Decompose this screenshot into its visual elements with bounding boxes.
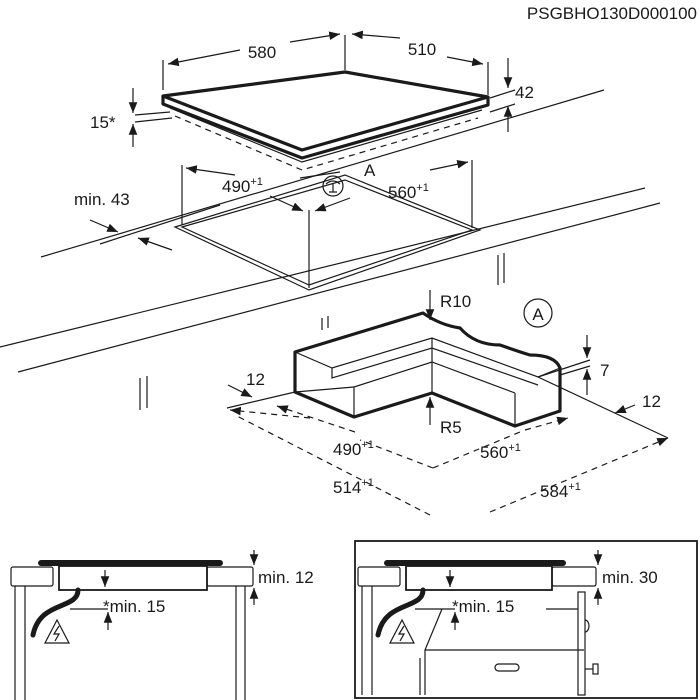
- bottom-clearance-label: *min. 15: [103, 597, 165, 616]
- radius-inner-label: R5: [440, 418, 462, 437]
- inner-depth-label: 490+1: [333, 439, 374, 459]
- side-view-oven: *min. 15 min. 30: [354, 540, 698, 699]
- cutout-width-label: 560+1: [388, 182, 429, 202]
- bottom-clearance-label-oven: *min. 15: [452, 597, 514, 616]
- detail-a: R10 R5 A 7 12 12 490+1 560+1 514+1 584+1: [226, 290, 669, 516]
- min-front-label: min. 43: [74, 190, 130, 209]
- oven-outline: [424, 608, 443, 695]
- detail-marker-circle: [523, 298, 553, 328]
- countertop-cutout: 490+1 560+1 A min. 43: [0, 89, 661, 410]
- top-clearance-label-oven: min. 30: [602, 568, 658, 587]
- hob-width-label: 580: [248, 43, 276, 62]
- detail-marker-label: A: [532, 305, 544, 324]
- cutout-depth-label: 490+1: [222, 176, 263, 196]
- hob: 580 510 42 15*: [90, 30, 534, 171]
- side-view-standard: *min. 15 min. 12: [10, 550, 314, 700]
- electric-warning-icon: [389, 618, 415, 644]
- radius-outer-label: R10: [440, 292, 471, 311]
- hob-gap-label: 15*: [90, 113, 116, 132]
- margin-right-label: 12: [642, 392, 661, 411]
- seal-marker-icon: [322, 175, 344, 197]
- margin-left-label: 12: [246, 370, 265, 389]
- cutout-marker-label: A: [364, 161, 376, 180]
- outer-width-label: 584+1: [540, 481, 581, 501]
- inner-width-label: 560+1: [480, 442, 521, 462]
- top-clearance-label: min. 12: [258, 568, 314, 587]
- electric-warning-icon: [44, 618, 70, 644]
- document-code: PSGBHO130D000100: [527, 4, 697, 23]
- step-label: 7: [600, 361, 609, 380]
- hob-depth-label: 510: [408, 40, 436, 59]
- hob-height-label: 42: [515, 83, 534, 102]
- outer-depth-label: 514+1: [333, 477, 374, 497]
- oven-handle: [494, 663, 520, 672]
